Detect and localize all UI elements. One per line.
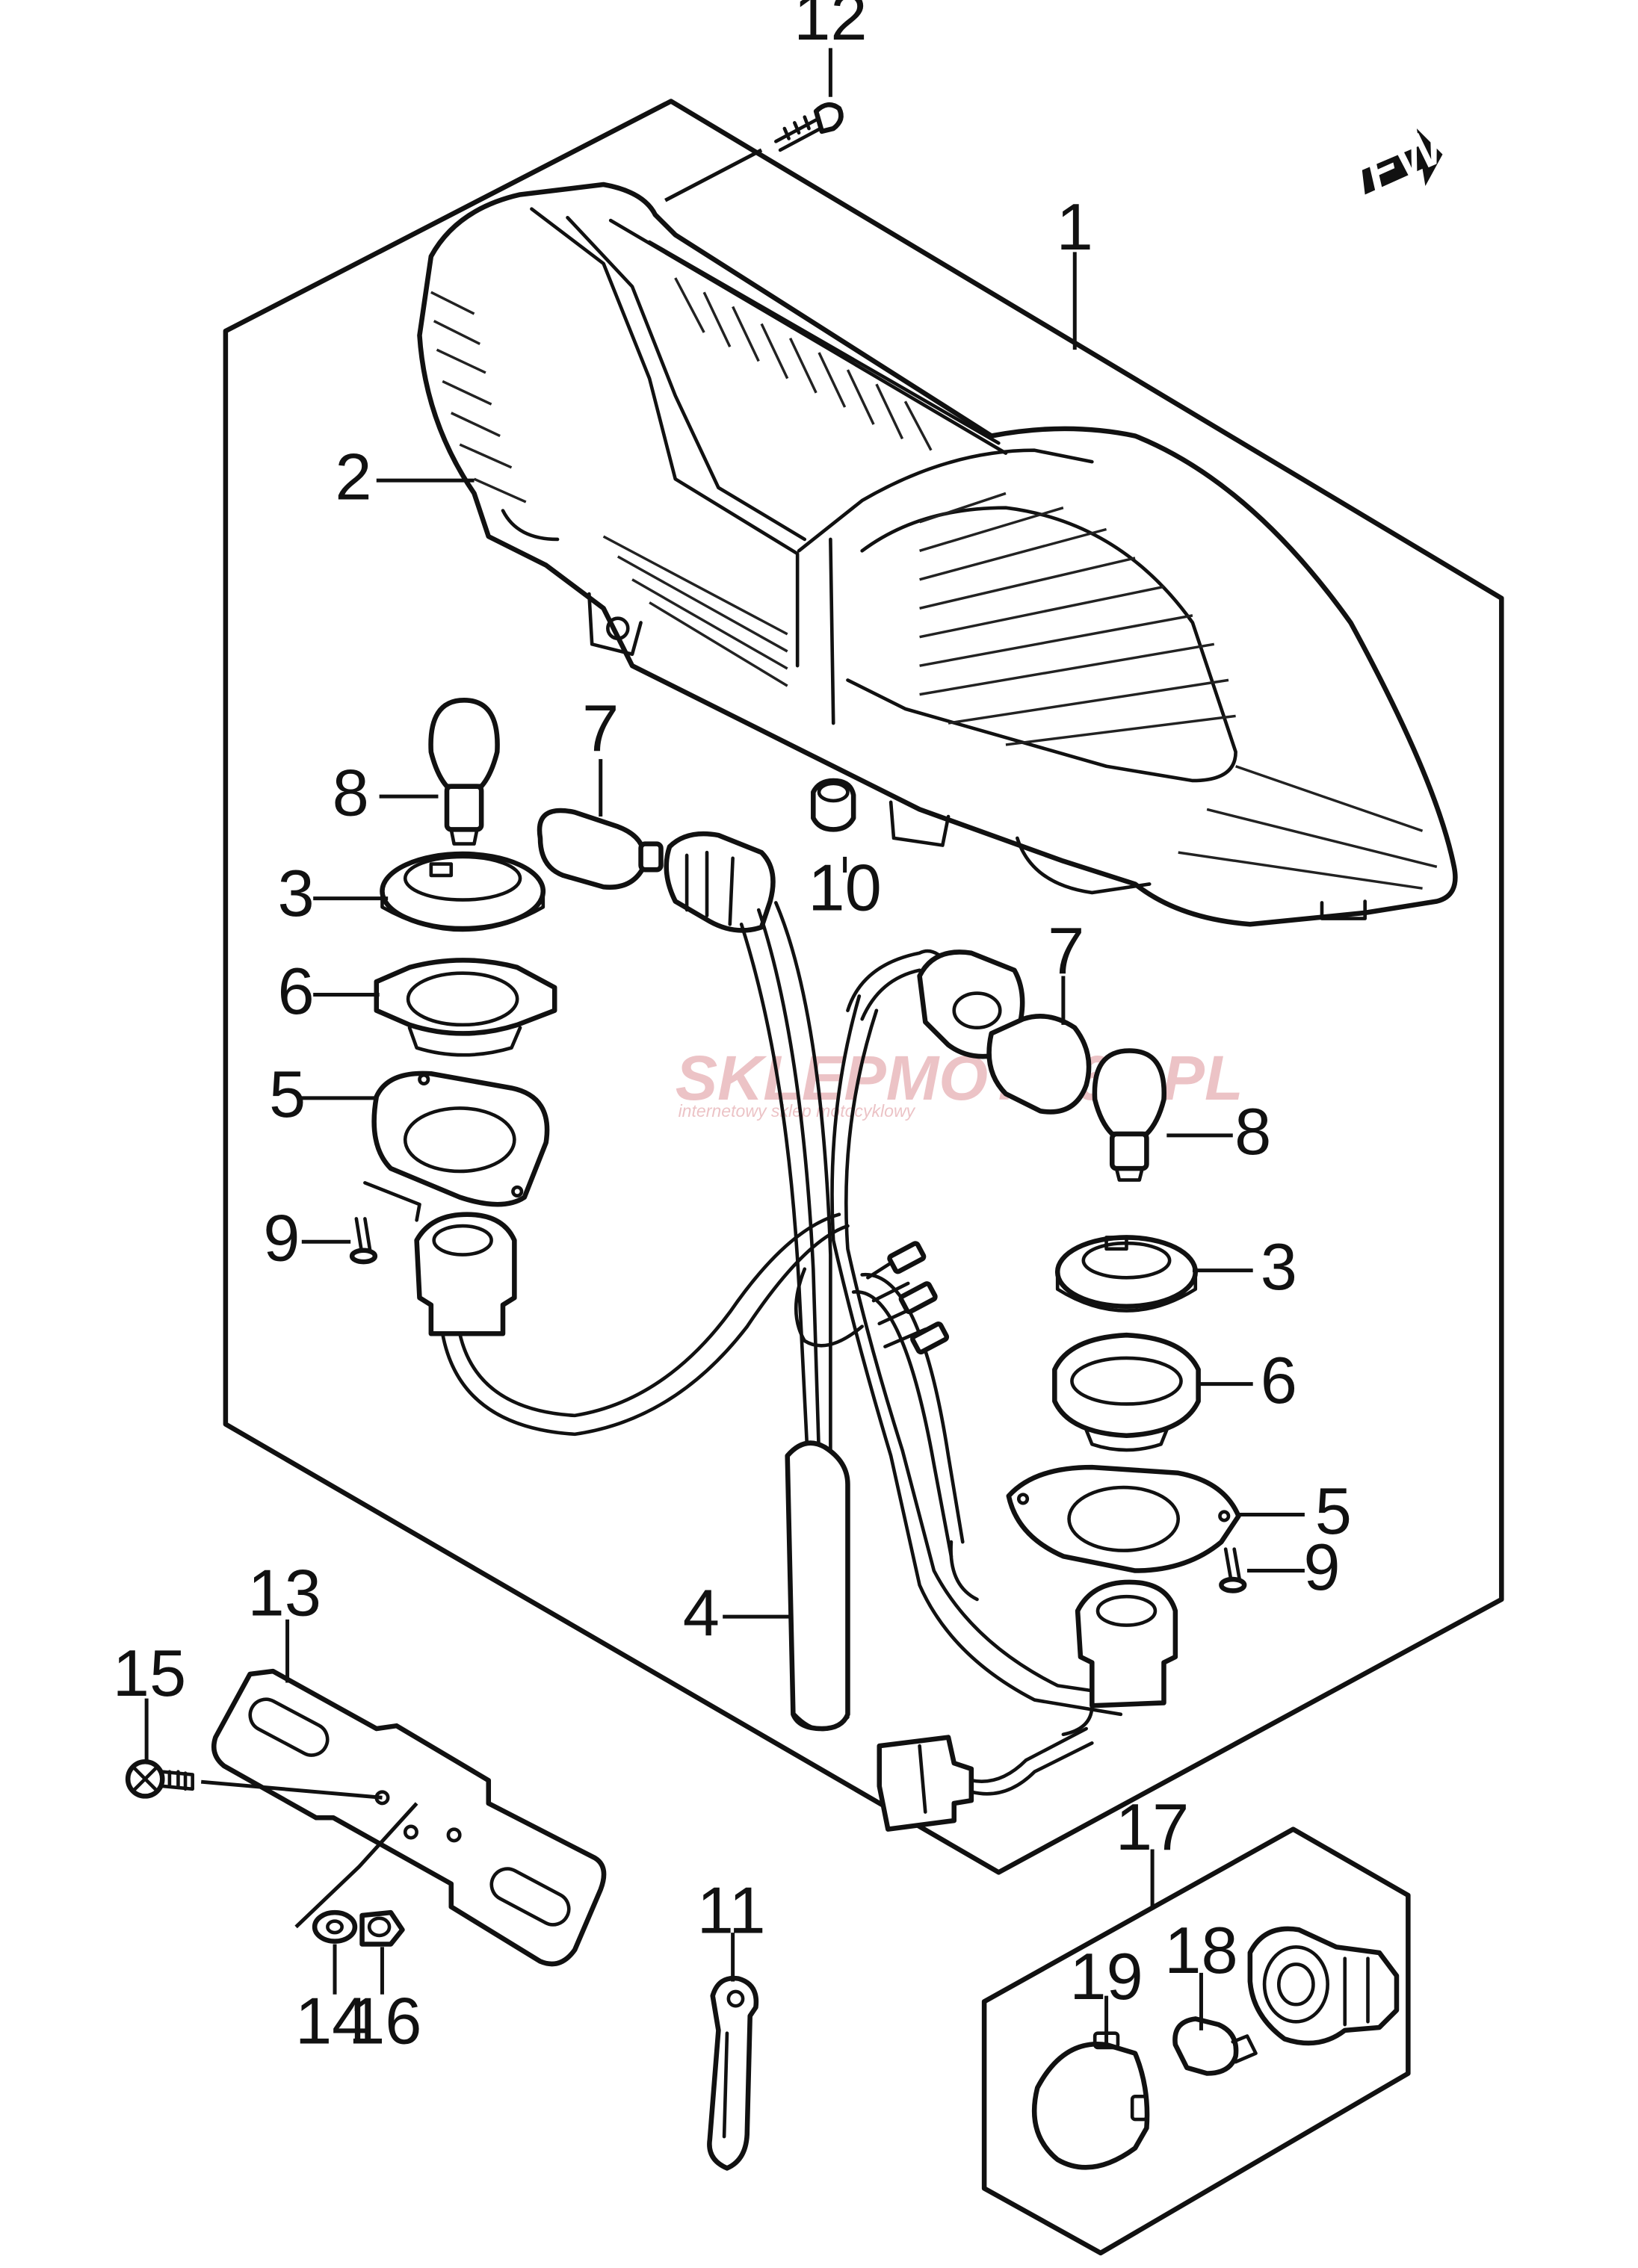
callout-7-lower: 7 bbox=[1048, 914, 1084, 988]
callout-1: 1 bbox=[1057, 190, 1093, 264]
callout-13: 13 bbox=[248, 1555, 321, 1629]
part-18-license-bulb bbox=[1172, 2016, 1258, 2076]
part-4-wiring-harness bbox=[739, 901, 1137, 1832]
callout-5-left: 5 bbox=[269, 1057, 306, 1131]
callout-6-left: 6 bbox=[278, 954, 315, 1028]
callout-numbers: 12 1 2 8 3 6 5 9 7 10 7 8 3 6 5 9 4 13 1… bbox=[113, 0, 1352, 2057]
callout-3-left: 3 bbox=[278, 856, 315, 930]
part-5-gasket-right bbox=[1006, 1464, 1241, 1573]
callout-11: 11 bbox=[697, 1873, 766, 1947]
leader-lines bbox=[144, 48, 1305, 2045]
callout-12: 12 bbox=[794, 0, 867, 54]
part-7-bulb-lower bbox=[917, 949, 1092, 1115]
callout-8-left: 8 bbox=[333, 755, 369, 829]
part-9-screw-right bbox=[1219, 1547, 1247, 1593]
callout-9-right: 9 bbox=[1303, 1530, 1340, 1604]
part-14-washer bbox=[312, 1909, 358, 1944]
callout-7-upper: 7 bbox=[582, 691, 619, 765]
part-5-gasket-left bbox=[371, 1071, 550, 1207]
part-13-bracket bbox=[211, 1668, 607, 1967]
callout-5-right: 5 bbox=[1315, 1474, 1352, 1548]
license-lamp-socket bbox=[1247, 1926, 1400, 2046]
assembly-frame bbox=[223, 99, 1504, 1875]
callout-18: 18 bbox=[1164, 1913, 1237, 1987]
callout-14: 14 bbox=[295, 1983, 368, 2057]
callout-9-left: 9 bbox=[263, 1200, 300, 1274]
left-socket-with-wires bbox=[414, 1212, 850, 1437]
callout-10: 10 bbox=[808, 850, 881, 924]
fwd-label: FWD bbox=[1356, 101, 1487, 202]
callout-3-right: 3 bbox=[1261, 1230, 1297, 1304]
fwd-direction-badge: FWD bbox=[1356, 101, 1487, 202]
nut-alignment-line bbox=[294, 1802, 418, 1929]
callout-2: 2 bbox=[335, 439, 371, 513]
part-1-lamp-housing-lens bbox=[417, 182, 1458, 927]
part-6-ring-left bbox=[374, 958, 557, 1057]
part-8-bulb-right bbox=[1092, 1048, 1166, 1182]
part-7-bulb-upper bbox=[537, 808, 776, 933]
part-15-bolt bbox=[125, 1759, 383, 1800]
part-8-bulb-left bbox=[428, 698, 500, 846]
right-socket-with-wires bbox=[1061, 1579, 1178, 1737]
callout-16: 16 bbox=[348, 1983, 421, 2057]
part-17-kit-frame bbox=[981, 1827, 1411, 2256]
callout-6-right: 6 bbox=[1261, 1343, 1297, 1417]
callout-4: 4 bbox=[683, 1575, 720, 1649]
part-12-tapping-screw bbox=[664, 102, 844, 202]
part-11-clamp bbox=[707, 1975, 759, 2171]
part-9-screw-left bbox=[349, 1181, 421, 1265]
part-6-ring-right bbox=[1052, 1332, 1201, 1452]
part-3-cap-right bbox=[1054, 1235, 1199, 1313]
part-19-license-lens bbox=[1031, 2031, 1150, 2170]
callout-19: 19 bbox=[1069, 1939, 1143, 2013]
callout-8-right: 8 bbox=[1234, 1094, 1271, 1168]
part-16-nut bbox=[359, 1909, 405, 1947]
part-3-cap-left bbox=[380, 851, 546, 932]
svg-text:internetowy sklep motocyklowy: internetowy sklep motocyklowy bbox=[679, 1101, 916, 1121]
part-10-grommet bbox=[811, 778, 856, 832]
callout-17: 17 bbox=[1116, 1790, 1189, 1864]
callout-15: 15 bbox=[113, 1636, 186, 1710]
